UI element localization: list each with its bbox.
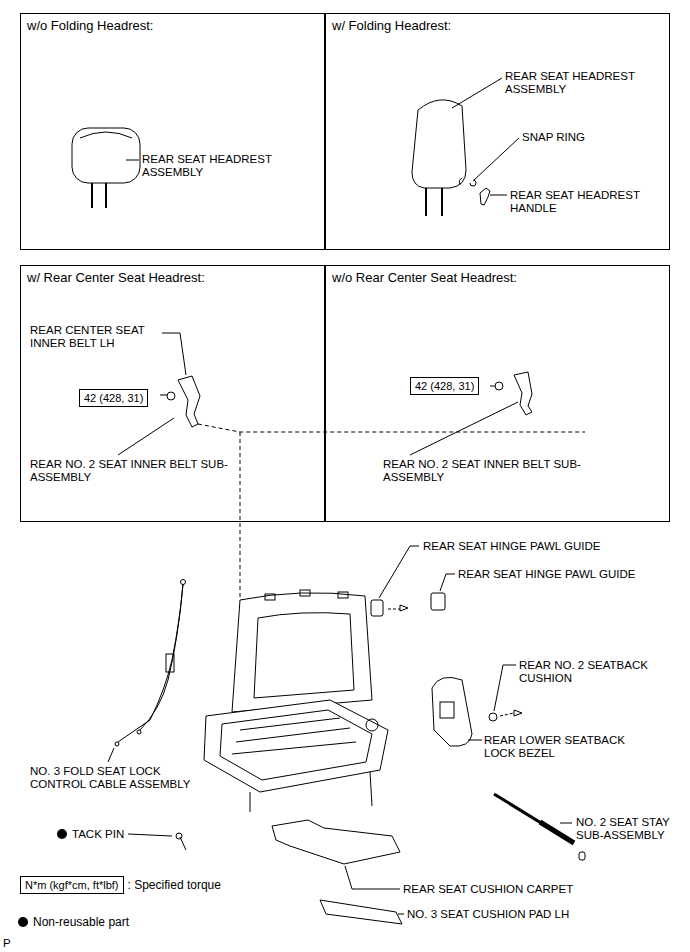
non-reusable-mark [57,829,67,839]
torque-value: 42 (428, 31) [84,392,143,404]
part-label: REAR SEAT HEADREST HANDLE [510,189,675,215]
part-label: P [3,937,11,950]
part-label: SNAP RING [522,131,585,144]
legend-text: : Specified torque [128,878,221,892]
panel-heading: w/o Folding Headrest: [21,14,324,37]
part-label: REAR SEAT HINGE PAWL GUIDE [458,568,635,581]
part-label: TACK PIN [72,828,124,841]
part-label: NO. 3 FOLD SEAT LOCK CONTROL CABLE ASSEM… [30,765,215,791]
variant-panel: w/ Folding Headrest: [325,13,670,250]
variant-panel: w/o Folding Headrest: [20,13,325,250]
part-label: REAR NO. 2 SEATBACK CUSHION [519,659,669,685]
legend-torque-box: N*m (kgf*cm, ft*lbf) [20,876,124,894]
part-label: REAR NO. 2 SEAT INNER BELT SUB-ASSEMBLY [383,458,595,484]
torque-box: 42 (428, 31) [410,377,479,395]
torque-value: N*m (kgf*cm, ft*lbf) [25,879,119,891]
part-label: REAR SEAT CUSHION CARPET [403,883,573,896]
panel-heading: w/o Rear Center Seat Headrest: [326,266,669,289]
torque-box: 42 (428, 31) [79,389,148,407]
part-label: REAR LOWER SEATBACK LOCK BEZEL [484,734,652,760]
non-reusable-dot [18,917,28,927]
part-label: REAR SEAT HEADREST ASSEMBLY [505,70,670,96]
part-label: REAR SEAT HINGE PAWL GUIDE [423,540,600,553]
part-label: REAR CENTER SEAT INNER BELT LH [30,324,165,350]
part-label: NO. 2 SEAT STAY SUB-ASSEMBLY [576,816,684,842]
variant-panel: w/ Rear Center Seat Headrest: 42 (428, 31… [20,265,325,522]
part-label: REAR SEAT HEADREST ASSEMBLY [142,153,307,179]
legend-text: Non-reusable part [33,915,129,929]
variant-panel: w/o Rear Center Seat Headrest: 42 (428, 3… [325,265,670,522]
panel-heading: w/ Folding Headrest: [326,14,669,37]
torque-value: 42 (428, 31) [415,380,474,392]
part-label: NO. 3 SEAT CUSHION PAD LH [407,908,569,921]
panel-heading: w/ Rear Center Seat Headrest: [21,266,324,289]
part-label: REAR NO. 2 SEAT INNER BELT SUB-ASSEMBLY [30,458,242,484]
